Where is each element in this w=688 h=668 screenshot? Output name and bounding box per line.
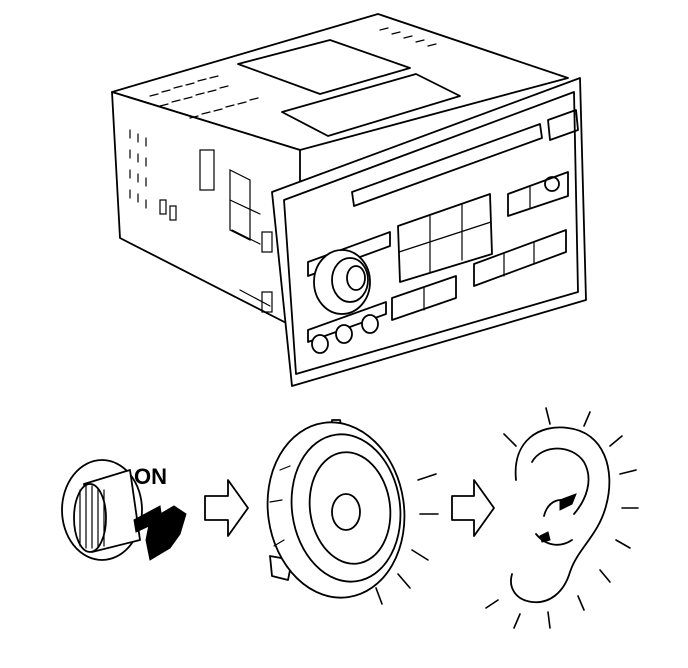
speaker-frame	[266, 421, 406, 599]
radio-top-plate	[237, 39, 411, 95]
radio-side-vents	[129, 129, 273, 313]
speaker-group	[266, 419, 439, 605]
speaker-dust-cap	[331, 493, 361, 531]
speaker-cone	[308, 451, 392, 565]
right-arrow-icon	[204, 479, 249, 537]
radio-label-plate	[281, 73, 461, 137]
on-label: ON	[134, 464, 167, 489]
radio-top-vents	[149, 27, 437, 119]
lower-button-group	[391, 275, 457, 321]
knob-knurling	[79, 485, 105, 549]
display-window	[307, 231, 391, 277]
small-knob	[335, 324, 353, 344]
mode-knob	[544, 176, 560, 192]
power-knob-group: ON	[61, 459, 187, 561]
ear-icon	[485, 407, 639, 629]
seek-button-group	[473, 229, 567, 287]
small-knob	[361, 314, 379, 334]
radio-head-unit	[111, 13, 587, 387]
power-knob-face	[73, 483, 107, 553]
ear-sound-rays	[485, 407, 639, 629]
cd-slot	[351, 123, 543, 207]
volume-knob	[331, 257, 369, 303]
speaker-sound-rays	[375, 473, 439, 605]
small-knob	[311, 334, 329, 354]
eject-button	[547, 109, 579, 141]
preset-button-block	[397, 193, 493, 283]
radio-faceplate-inner	[283, 91, 579, 375]
speaker-surround	[290, 433, 402, 583]
right-arrow-icon	[451, 479, 495, 537]
